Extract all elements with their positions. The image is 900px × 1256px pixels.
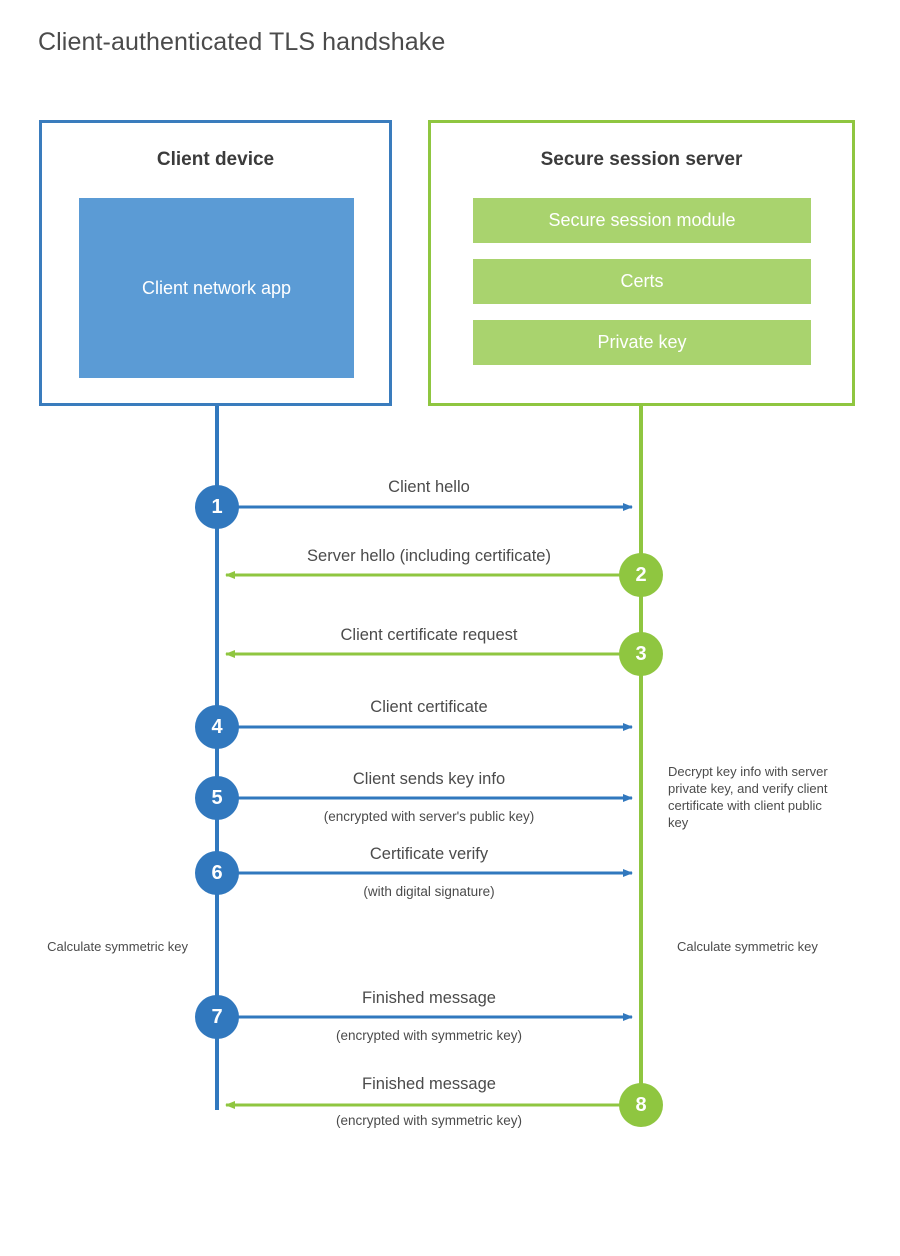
message-label-8: Finished message bbox=[362, 1075, 496, 1093]
message-label-7: Finished message bbox=[362, 989, 496, 1007]
page-title: Client-authenticated TLS handshake bbox=[38, 28, 446, 56]
server-modules-list: Secure session module Certs Private key bbox=[473, 198, 811, 365]
server-module-secure-session-module: Secure session module bbox=[473, 198, 811, 243]
server-decrypt-note: Decrypt key info with server private key… bbox=[668, 764, 828, 830]
message-sublabel-5: (encrypted with server's public key) bbox=[323, 809, 535, 824]
message-label-1: Client hello bbox=[388, 478, 470, 496]
step-circle-8: 8 bbox=[619, 1083, 663, 1127]
step-circle-4: 4 bbox=[195, 705, 239, 749]
step-circle-1: 1 bbox=[195, 485, 239, 529]
client-device-title: Client device bbox=[156, 149, 275, 170]
message-label-5: Client sends key info bbox=[352, 770, 506, 788]
server-calculate-symmetric-key-note: Calculate symmetric key bbox=[677, 939, 818, 954]
client-network-app-block: Client network app bbox=[79, 198, 354, 378]
message-label-2: Server hello (including certificate) bbox=[307, 547, 551, 565]
client-device-box: Client device Client network app bbox=[39, 120, 392, 406]
server-module-private-key: Private key bbox=[473, 320, 811, 365]
secure-session-server-title: Secure session server bbox=[540, 149, 743, 170]
message-label-6: Certificate verify bbox=[369, 845, 489, 863]
step-circle-6: 6 bbox=[195, 851, 239, 895]
message-label-3: Client certificate request bbox=[340, 626, 518, 644]
message-sublabel-6: (with digital signature) bbox=[363, 884, 495, 899]
client-calculate-symmetric-key-note: Calculate symmetric key bbox=[47, 939, 188, 954]
step-circle-7: 7 bbox=[195, 995, 239, 1039]
message-sublabel-7: (encrypted with symmetric key) bbox=[335, 1028, 523, 1043]
server-module-certs: Certs bbox=[473, 259, 811, 304]
step-circle-3: 3 bbox=[619, 632, 663, 676]
message-label-4: Client certificate bbox=[370, 698, 488, 716]
step-circle-2: 2 bbox=[619, 553, 663, 597]
secure-session-server-box: Secure session server Secure session mod… bbox=[428, 120, 855, 406]
message-sublabel-8: (encrypted with symmetric key) bbox=[335, 1113, 523, 1128]
step-circle-5: 5 bbox=[195, 776, 239, 820]
